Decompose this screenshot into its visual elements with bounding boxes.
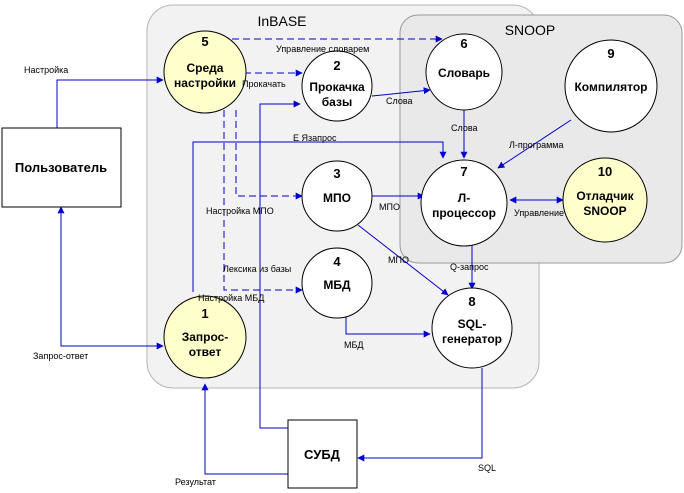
label-leksika: Лексика из базы [223,264,291,274]
node-2-number: 2 [333,58,340,73]
node-1-name-line: ответ [189,345,222,359]
node-10-circle [562,157,648,243]
node-5-number: 5 [201,34,208,49]
node-7-number: 7 [460,164,467,179]
label-upravlenie: Управление [514,208,564,218]
node-2-name-line: Прокачка [309,80,365,94]
label-nastroika-mbd: Настройка МБД [198,293,264,303]
node-9-circle [564,39,658,133]
edge-words-2-6 [371,87,431,97]
label-nastroika: Настройка [24,65,68,75]
label-mpo-3-7: МПО [379,202,400,212]
label-mpo-3-8: МПО [388,255,409,265]
node-5-name-line: настройки [174,76,236,90]
dbms-box-label: СУБД [304,447,341,462]
node-7-name-line: процессор [432,206,496,220]
node-4-name-line: МБД [323,278,351,292]
node-5-circle [163,30,247,114]
edge-l-program [497,119,572,169]
node-1-circle [163,295,247,379]
edge-sql [357,368,483,462]
node-3-circle [301,160,373,232]
edge-setup-mbd [223,110,303,294]
label-slova-2-6: Слова [386,96,413,106]
node-9-number: 9 [607,46,614,61]
node-10-number: 10 [598,164,612,179]
label-rezultat: Результат [175,477,216,487]
edge-lexics [259,100,301,429]
edge-labels-layer: Настройка Управление словарем Прокачать … [24,44,564,487]
user-box-label: Пользователь [15,160,107,175]
node-7-circle [420,159,508,247]
node-8-number: 8 [468,294,475,309]
edge-result [201,383,288,475]
label-e-zapros: Е Язапрос [293,133,337,143]
label-prokachat: Прокачать [242,79,286,89]
node-4-circle [301,247,373,319]
node-1-name-line: Запрос- [182,330,229,344]
edge-e-query [192,141,447,292]
edge-user-to-setup [56,76,164,128]
node-6-number: 6 [460,36,467,51]
node-6-name-line: Словарь [438,66,490,80]
node-3-number: 3 [333,166,340,181]
label-sql: SQL [478,463,496,473]
dbms-box: СУБД [287,419,358,489]
node-6-circle [425,33,503,111]
node-8-circle [431,287,513,369]
label-zapros-otvet: Запрос-ответ [33,351,88,361]
user-box: Пользователь [1,127,122,208]
label-q-zapros: Q-запрос [450,262,489,272]
edge-query-answer [57,206,164,350]
label-nastroika-mpo: Настройка МПО [206,206,274,216]
node-4-number: 4 [333,254,341,269]
label-l-programma: Л-программа [509,140,563,150]
node-9-name-line: Компилятор [574,80,647,94]
node-7-name-line: Л- [458,191,470,205]
node-8-name-line: SQL- [458,317,487,331]
node-2-name-line: базы [322,95,352,109]
node-2-circle [301,50,373,122]
inbase-group-title: InBASE [257,13,306,29]
label-slova-6-7: Слова [451,123,478,133]
node-7: 7Л-процессор [420,159,508,247]
edge-mbd [345,315,431,338]
node-1-number: 1 [201,306,208,321]
edge-setup-mpo [235,110,303,200]
label-upravlenie-slovarem: Управление словарем [276,44,369,54]
snoop-group-title: SNOOP [505,22,556,38]
node-3-name-line: МПО [323,191,351,205]
node-10-name-line: SNOOP [583,204,626,218]
node-8-name-line: генератор [442,332,502,346]
node-5-name-line: Среда [187,61,224,75]
label-mbd: МБД [344,340,364,350]
edge-mpo-3-8 [357,224,449,296]
node-10-name-line: Отладчик [576,189,634,203]
